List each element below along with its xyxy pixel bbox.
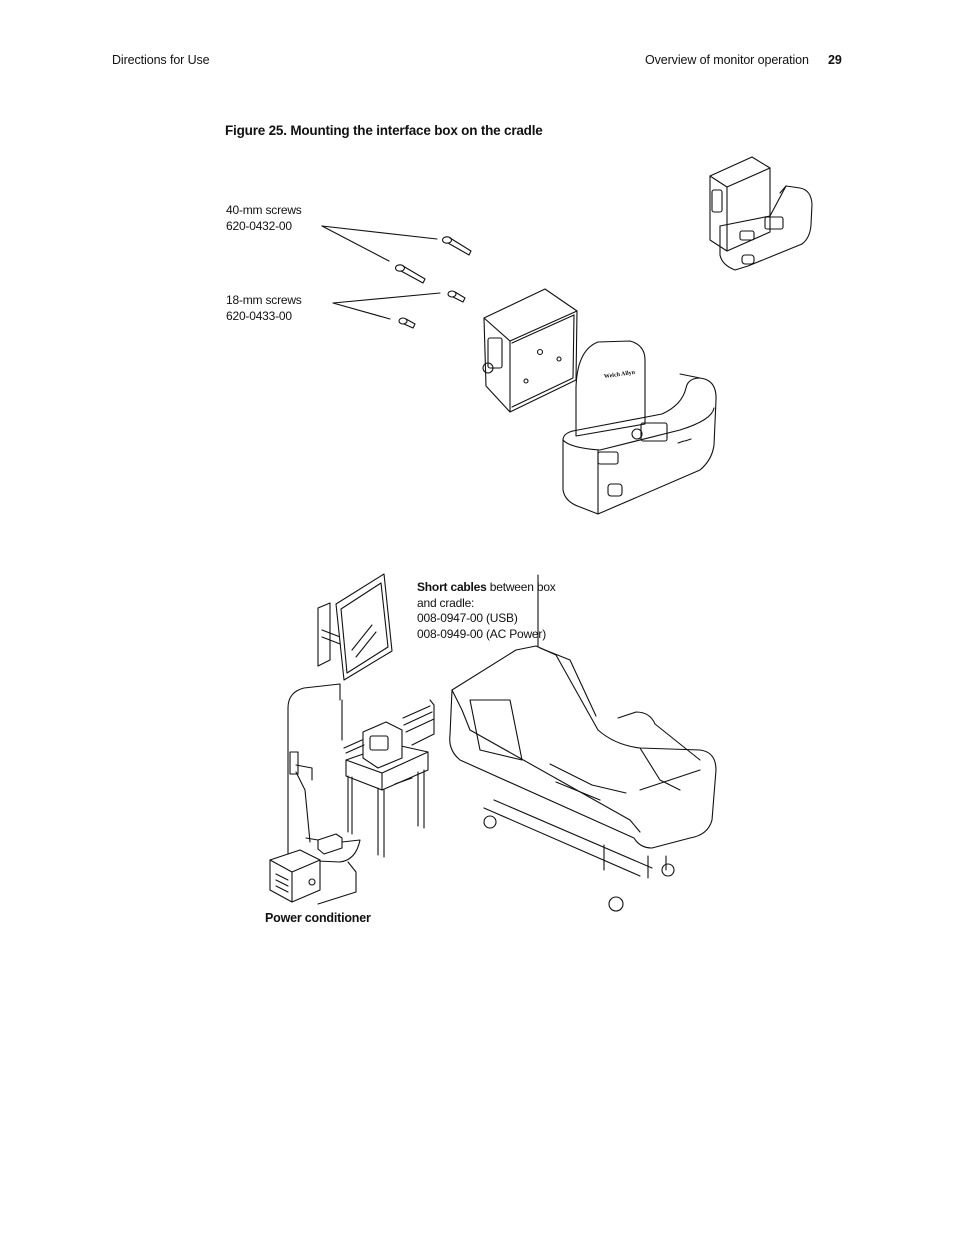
page-number: 29 <box>828 53 842 67</box>
callout-short-cables-ac-power: 008-0949-00 (AC Power) <box>417 626 547 641</box>
callout-power-conditioner: Power conditioner <box>265 911 371 925</box>
power-conditioner-unit <box>269 849 321 903</box>
screw-18mm-b <box>398 317 416 329</box>
cable-connectors <box>343 699 435 754</box>
wall-cable <box>287 683 343 861</box>
power-supply <box>293 833 361 905</box>
callout-short-cables-line2: and cradle: <box>417 595 475 610</box>
callout-short-cables: Short cables between box and cradle: 008… <box>417 580 556 642</box>
callout-18mm-screws-part: 620-0433-00 <box>226 308 292 323</box>
assembled-cradle-box <box>709 156 813 271</box>
callout-18mm-screws-label: 18-mm screws <box>226 293 302 307</box>
callout-short-cables-usb: 008-0947-00 (USB) <box>417 611 518 625</box>
callout-40mm-screws-label: 40-mm screws <box>226 203 302 217</box>
header-document-title: Directions for Use <box>112 53 210 67</box>
callout-short-cables-rest: between box <box>486 580 556 594</box>
callout-short-cables-title: Short cables <box>417 580 487 594</box>
screw-40mm-a <box>441 236 472 256</box>
cradle <box>562 340 717 515</box>
monitor-on-cradle <box>362 721 403 769</box>
wall-mount-rail <box>317 602 349 667</box>
screw-callout-leaders <box>321 225 441 320</box>
callout-18mm-screws: 18-mm screws 620-0433-00 <box>226 293 302 324</box>
screw-18mm-a <box>447 290 466 303</box>
display-panel <box>335 573 393 681</box>
screw-40mm-b <box>394 264 426 284</box>
figure-caption: Figure 25. Mounting the interface box on… <box>225 123 543 138</box>
callout-40mm-screws-part: 620-0432-00 <box>226 218 292 233</box>
header-section-title: Overview of monitor operation <box>645 53 809 67</box>
callout-40mm-screws: 40-mm screws 620-0432-00 <box>226 203 302 234</box>
interface-box <box>482 288 578 413</box>
wall-outlets <box>289 751 313 843</box>
hospital-bed <box>449 645 717 912</box>
